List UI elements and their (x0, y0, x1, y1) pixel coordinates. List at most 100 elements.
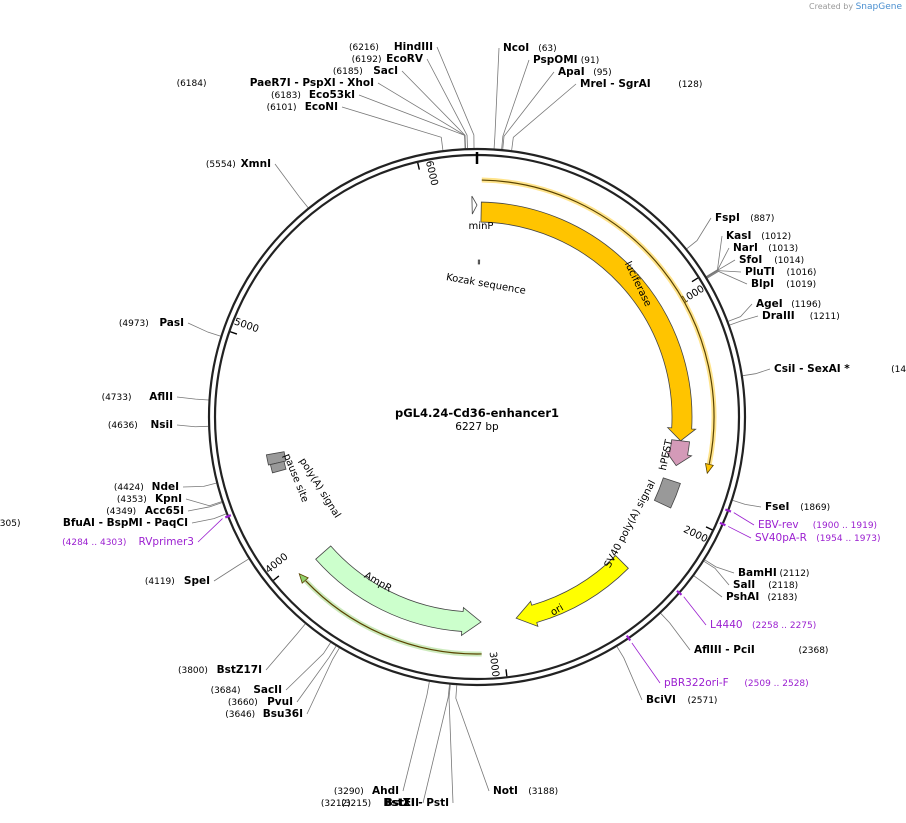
scale-tick-label-2000: 2000 (681, 524, 709, 545)
site-leader-blpi (707, 270, 748, 285)
primer-leader-sv40pa-r (728, 526, 752, 539)
site-leader-fsei (732, 499, 762, 508)
site-name-pshai: PshAI (726, 591, 759, 603)
primer-mark-pbr322ori-f (625, 634, 632, 642)
site-name-sali: SalI (733, 579, 755, 591)
site-pos-aflii: (4733) (102, 393, 132, 403)
feature-kozak-sequence (477, 259, 481, 265)
site-pos-mrei-sgrai: (128) (678, 80, 702, 90)
site-name-kpni: KpnI (155, 493, 182, 505)
site-name-nsii: NsiI (150, 419, 173, 431)
site-pos-pluti: (1016) (787, 268, 817, 278)
site-name-eco53ki: Eco53kI (309, 89, 355, 101)
site-pos-nsii: (4636) (108, 421, 138, 431)
site-leader-spei (213, 558, 249, 582)
site-name-draiii: DraIII (762, 310, 795, 322)
site-pos-pasi: (4973) (119, 319, 149, 329)
feature-hpest (665, 439, 693, 467)
site-pos-agei: (1196) (791, 300, 821, 310)
site-leader-paer7i-pspxi-xhoi (377, 82, 466, 149)
site-pos-sali: (2118) (768, 581, 798, 591)
site-pos-bstz17i: (3800) (178, 666, 208, 676)
site-name-ndei: NdeI (152, 481, 179, 493)
site-leader-bamhi (704, 559, 735, 574)
primer-name-ebv-rev: EBV-rev (758, 519, 799, 531)
site-leader-bstxi-psti (448, 684, 454, 804)
outer-arc-head-1 (298, 573, 309, 584)
site-leader-draiii (729, 315, 759, 326)
site-pos-spei: (4119) (145, 577, 175, 587)
site-pos-acc65i: (4349) (106, 507, 136, 517)
site-pos-apai: (95) (593, 68, 611, 78)
primer-pos-l4440: (2258 .. 2275) (752, 621, 816, 631)
scale-tick-2000 (705, 526, 713, 531)
primer-pos-rvprimer3: (4284 .. 4303) (62, 538, 126, 548)
site-pos-econi: (6101) (267, 103, 297, 113)
site-leader-econi (341, 106, 444, 151)
plasmid-name: pGL4.24-Cd36-enhancer1 (395, 406, 559, 420)
site-name-aflii: AflII (149, 391, 173, 403)
site-name-econi: EcoNI (305, 101, 338, 113)
site-name-saci: SacI (373, 65, 398, 77)
site-pos-sfoi: (1014) (774, 256, 804, 266)
scale-tick-label-4000: 4000 (264, 551, 291, 575)
feature-luciferase (480, 201, 697, 442)
site-pos-kasi: (1012) (761, 232, 791, 242)
site-pos-bstxi-psti: (3212) (321, 799, 351, 809)
site-name-bcivi: BciVI (646, 694, 676, 706)
primer-leader-l4440 (683, 596, 707, 626)
site-leader-bsteii (422, 684, 450, 804)
site-name-csii-sexai: CsiI - SexAI * (774, 363, 850, 375)
site-leader-sfoi (706, 259, 736, 278)
site-name-ahdi: AhdI (372, 785, 399, 797)
primer-name-sv40pa-r: SV40pA-R (755, 532, 807, 544)
site-name-hindiii: HindIII (394, 41, 433, 53)
site-name-fsei: FseI (765, 501, 789, 513)
primer-pos-ebv-rev: (1900 .. 1919) (813, 521, 877, 531)
site-pos-ncoi: (63) (538, 44, 556, 54)
site-leader-afliii-pcii (660, 613, 691, 651)
feature-label-kozak-sequence: Kozak sequence (445, 272, 526, 297)
site-leader-bfuai-bspmi-paqci (191, 513, 227, 524)
primer-leader-ebv-rev (733, 512, 755, 526)
outer-arc-head-0 (704, 462, 714, 475)
site-leader-apai (502, 71, 555, 150)
site-leader-hindiii (436, 46, 475, 149)
site-name-sfoi: SfoI (739, 254, 762, 266)
primer-name-pbr322ori-f: pBR322ori-F (664, 677, 729, 689)
site-leader-kpni (185, 498, 222, 507)
site-name-bsu36i: Bsu36I (263, 708, 303, 720)
site-name-bsteii: BstEII (385, 797, 419, 809)
site-leader-ncoi (493, 47, 500, 149)
site-pos-paer7i-pspxi-xhoi: (6184) (177, 79, 207, 89)
site-leader-pvui (296, 645, 337, 703)
site-leader-eco53ki (358, 94, 466, 149)
site-name-bfuai-bspmi-paqci: BfuAI - BspMI - PaqCI (63, 517, 188, 529)
site-name-bstxi-psti: BstXI - PstI (383, 797, 449, 809)
site-pos-pvui: (3660) (228, 698, 258, 708)
site-name-blpi: BlpI (751, 278, 774, 290)
site-leader-agei (728, 303, 753, 322)
site-name-kasi: KasI (726, 230, 751, 242)
site-pos-ndei: (4424) (114, 483, 144, 493)
outer-arcs (298, 177, 717, 657)
site-leader-aflii (176, 396, 209, 401)
site-pos-afliii-pcii: (2368) (799, 646, 829, 656)
site-name-acc65i: Acc65I (145, 505, 184, 517)
site-leader-ahdi (402, 681, 430, 792)
feature-ori (515, 555, 629, 627)
site-name-pvui: PvuI (267, 696, 293, 708)
site-name-ncoi: NcoI (503, 42, 529, 54)
site-pos-hindiii: (6216) (349, 43, 379, 53)
primer-mark-rvprimer3 (224, 514, 232, 519)
feature-minp (471, 195, 478, 215)
site-name-mrei-sgrai: MreI - SgrAI (580, 78, 651, 90)
site-leader-pshai (693, 575, 723, 598)
scale-tick-4000 (273, 575, 280, 581)
primer-pos-pbr322ori-f: (2509 .. 2528) (744, 679, 808, 689)
site-pos-csii-sexai: (1404) (891, 365, 906, 375)
site-pos-sacii: (3684) (211, 686, 241, 696)
site-name-spei: SpeI (184, 575, 210, 587)
site-pos-kpni: (4353) (117, 495, 147, 505)
site-leader-sali (703, 560, 730, 586)
